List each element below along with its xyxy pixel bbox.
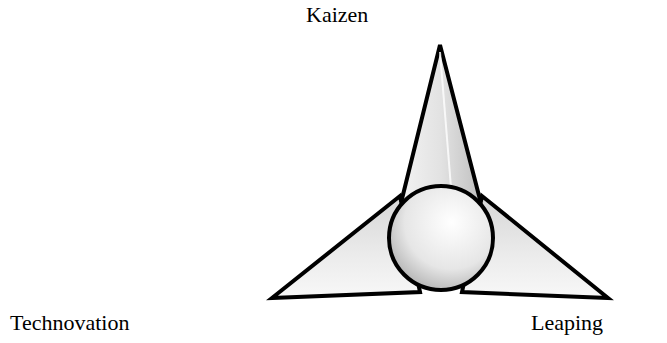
blade-highlight [440, 52, 452, 200]
blade-label: Technovation [10, 310, 129, 335]
blade-label: Leaping [531, 310, 603, 335]
blade-label: Kaizen [306, 2, 368, 27]
center-sphere [389, 186, 493, 290]
